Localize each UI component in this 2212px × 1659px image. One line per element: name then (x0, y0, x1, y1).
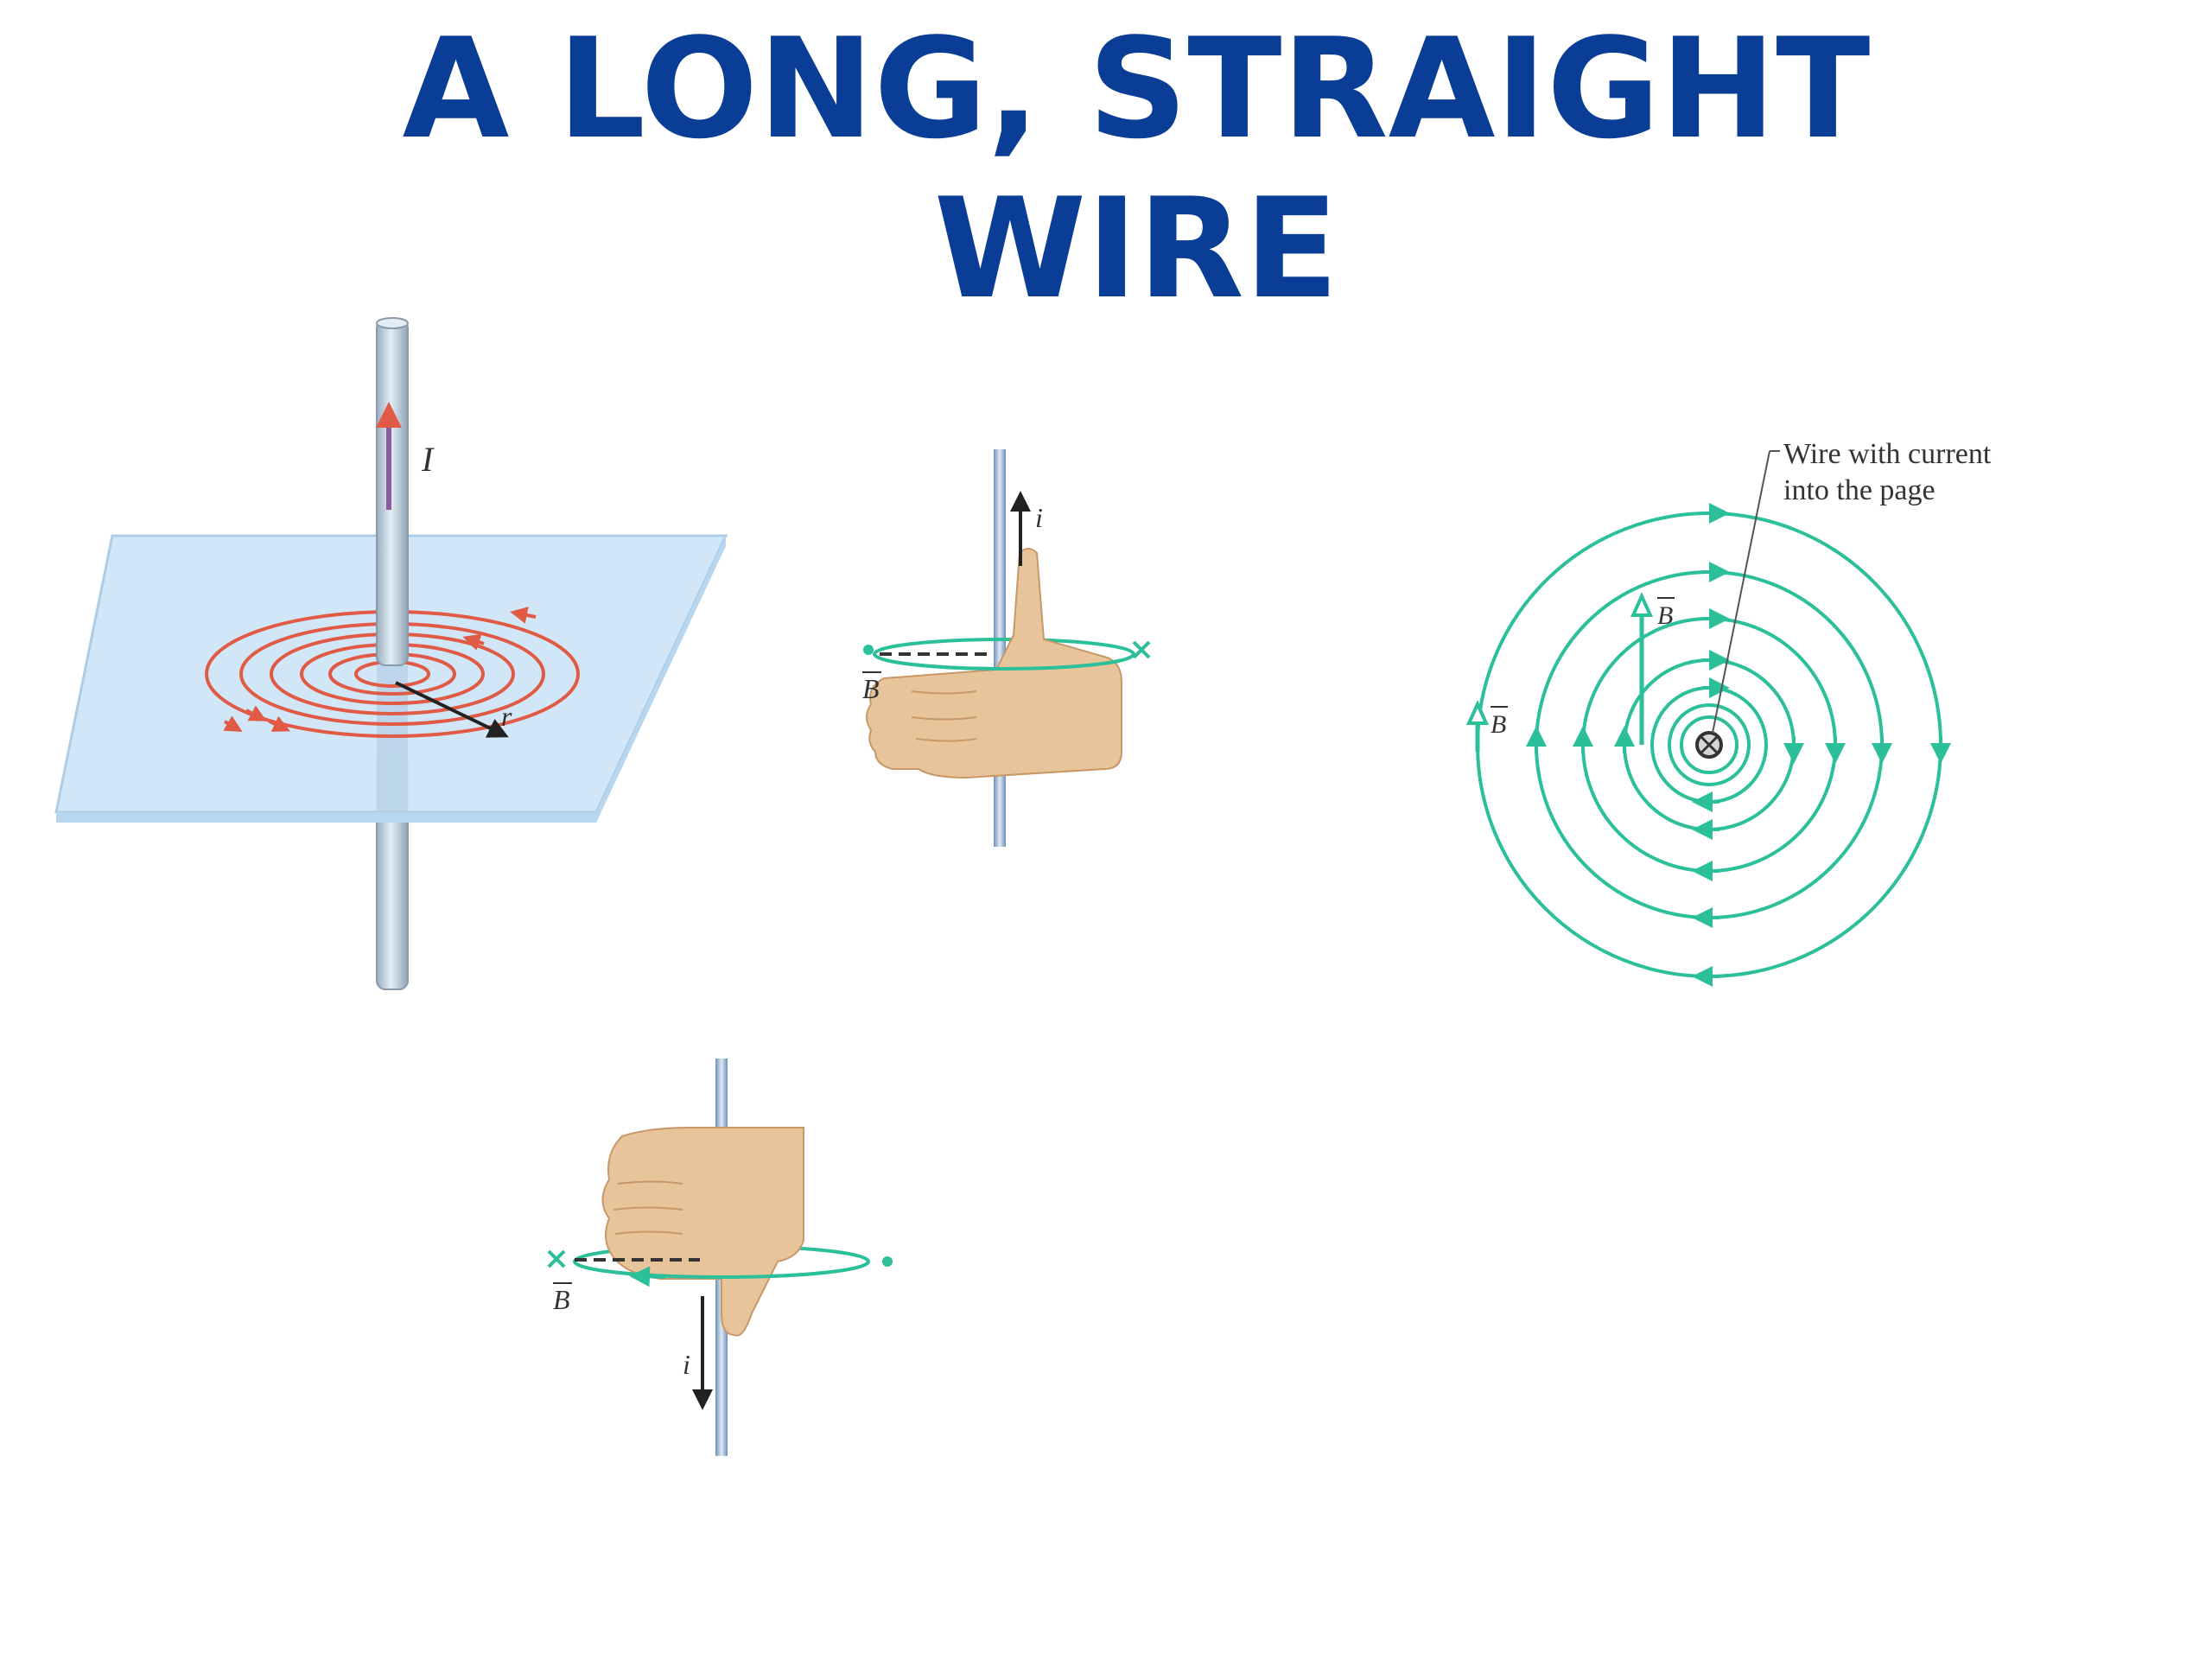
red-field-arrows (223, 607, 537, 733)
field-label-B-up: B (862, 673, 880, 704)
current-label-I: I (421, 440, 435, 479)
hand-up-figure: i B (862, 449, 1151, 847)
field-dot-out (863, 645, 874, 655)
current-label-i-down: i (683, 1349, 690, 1380)
top-view-figure: B B Wire with current into the page (1465, 438, 1992, 987)
wire-note-line-2: into the page (1783, 474, 1936, 506)
wire-top-cap (376, 317, 409, 329)
hand-down-figure: i B (547, 1058, 893, 1456)
title-line-1: A LONG, STRAIGHT (402, 8, 1871, 169)
current-label-i-up: i (1035, 502, 1043, 533)
B-vector-outer-head (1465, 700, 1490, 725)
wire-upper (376, 319, 409, 666)
wire-through-plane (377, 665, 408, 812)
wire-into-page-cross (1700, 735, 1719, 754)
green-field-arrows (1526, 503, 1951, 987)
B-vector-inner-head (1630, 592, 1654, 617)
hand-down-shape (601, 1127, 804, 1337)
title-line-2: WIRE (933, 168, 1339, 329)
field-label-B-down: B (553, 1284, 570, 1315)
finger-lines-down (613, 1180, 683, 1235)
field-circle-7 (1680, 715, 1738, 774)
field-arrow-down-loop (629, 1266, 666, 1287)
wire-note-line-1: Wire with current (1783, 438, 1992, 470)
hand-up-shape (866, 548, 1122, 779)
field-circle-6 (1668, 703, 1751, 786)
page-title: A LONG, STRAIGHT WIRE (0, 9, 2212, 328)
thin-wire-up (994, 449, 1006, 847)
radius-label-r: r (501, 701, 512, 732)
field-loop-front (873, 653, 1135, 671)
B-label-outer: B (1491, 710, 1506, 739)
finger-lines (911, 690, 977, 742)
field-x-in-down (547, 1249, 566, 1268)
wire-plane-figure: I r (54, 317, 728, 990)
wire-note-leader (1712, 450, 1770, 734)
field-dot-out-down (882, 1256, 893, 1267)
field-x-in (1132, 640, 1151, 659)
field-loop-front-down (573, 1261, 870, 1279)
radius-arrow (395, 681, 509, 738)
B-label-inner: B (1657, 601, 1673, 630)
